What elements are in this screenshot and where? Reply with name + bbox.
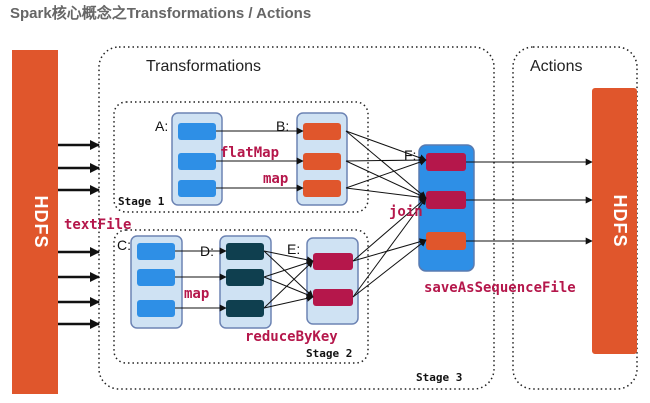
hdfs-output-bar [592,88,637,354]
stage2-region [113,229,369,364]
op-textfile: textFile [64,217,131,233]
rdd-b-partition [303,123,341,140]
rdd-f-label: F: [404,147,416,163]
rdd-b-partition [303,153,341,170]
d-to-e-arrows [263,250,314,309]
rdd-a-partition [178,123,216,140]
rdd-e-label: E: [287,241,300,257]
op-reducebykey: reduceByKey [245,329,338,345]
rdd-f-partition [426,153,466,171]
rdd-c-partition [137,300,175,317]
rdd-e [306,237,359,325]
transformations-label: Transformations [146,58,261,75]
page-title: Spark核心概念之Transformations / Actions [10,5,312,22]
output-arrows [466,158,593,245]
rdd-c-partition [137,243,175,260]
rdd-c-label: C: [117,237,131,253]
op-saveassequencefile: saveAsSequenceFile [424,280,576,296]
rdd-a-partition [178,153,216,170]
stage2-label: Stage 2 [306,347,352,360]
rdd-e-partition [313,289,353,306]
hdfs-output-label: HDFS [610,195,630,248]
stage1-label: Stage 1 [118,195,165,208]
rdd-f-partition [426,191,466,209]
c-to-d-arrows [175,247,227,312]
hdfs-input-label: HDFS [31,196,51,249]
op-map-stage2: map [184,286,209,302]
rdd-d-partition [226,300,264,317]
join-arrows [345,130,427,298]
rdd-a-partition [178,180,216,197]
stage1-region [113,101,369,213]
rdd-b-label: B: [276,118,289,134]
rdd-a-label: A: [155,118,168,134]
transformations-region [98,46,495,390]
rdd-e-partition [313,253,353,270]
op-join: join [389,204,423,220]
hdfs-input-bar [12,50,58,394]
rdd-d-partition [226,269,264,286]
rdd-c-partition [137,269,175,286]
a-to-b-arrows [216,127,304,192]
op-map-stage1: map [263,171,288,187]
rdd-b-partition [303,180,341,197]
actions-label: Actions [530,58,582,75]
rdd-d-partition [226,243,264,260]
rdd-f-partition [426,232,466,250]
stage3-label: Stage 3 [416,371,462,384]
input-arrows [58,140,100,329]
op-flatmap: flatMap [220,145,279,161]
